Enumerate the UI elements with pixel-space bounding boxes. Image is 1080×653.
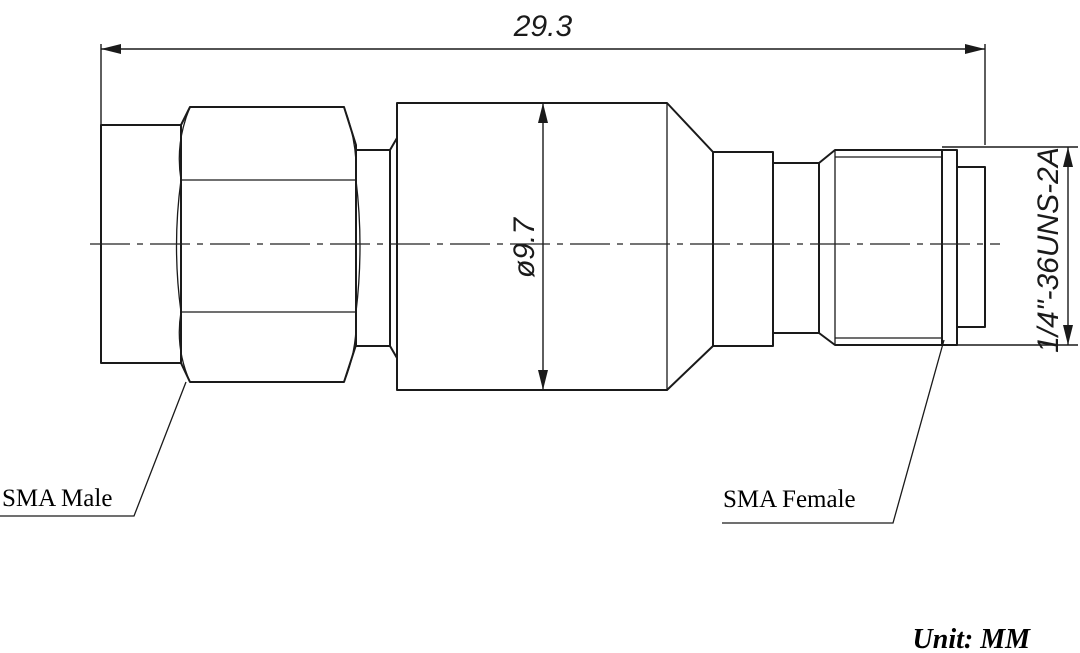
body-diameter-dimension: ø9.7 bbox=[508, 103, 548, 390]
overall-length-dimension: 29.3 bbox=[100, 10, 986, 145]
collar bbox=[355, 137, 398, 359]
sma-female-label: SMA Female bbox=[723, 486, 856, 513]
sma-male-callout: SMA Male bbox=[0, 381, 187, 517]
neck bbox=[772, 162, 820, 334]
sma-male-label: SMA Male bbox=[2, 485, 112, 512]
body-diameter-label: ø9.7 bbox=[508, 217, 541, 278]
sma-female-callout: SMA Female bbox=[722, 339, 945, 524]
unit-label: Unit: MM bbox=[913, 624, 1032, 653]
main-body bbox=[396, 102, 714, 391]
overall-length-label: 29.3 bbox=[513, 10, 573, 43]
thread-spec-dimension: 1/4"-36UNS-2A bbox=[942, 146, 1078, 353]
neck-collar bbox=[712, 151, 774, 347]
thread-spec-label: 1/4"-36UNS-2A bbox=[1032, 147, 1065, 353]
sma-female-threaded-body bbox=[818, 149, 986, 346]
